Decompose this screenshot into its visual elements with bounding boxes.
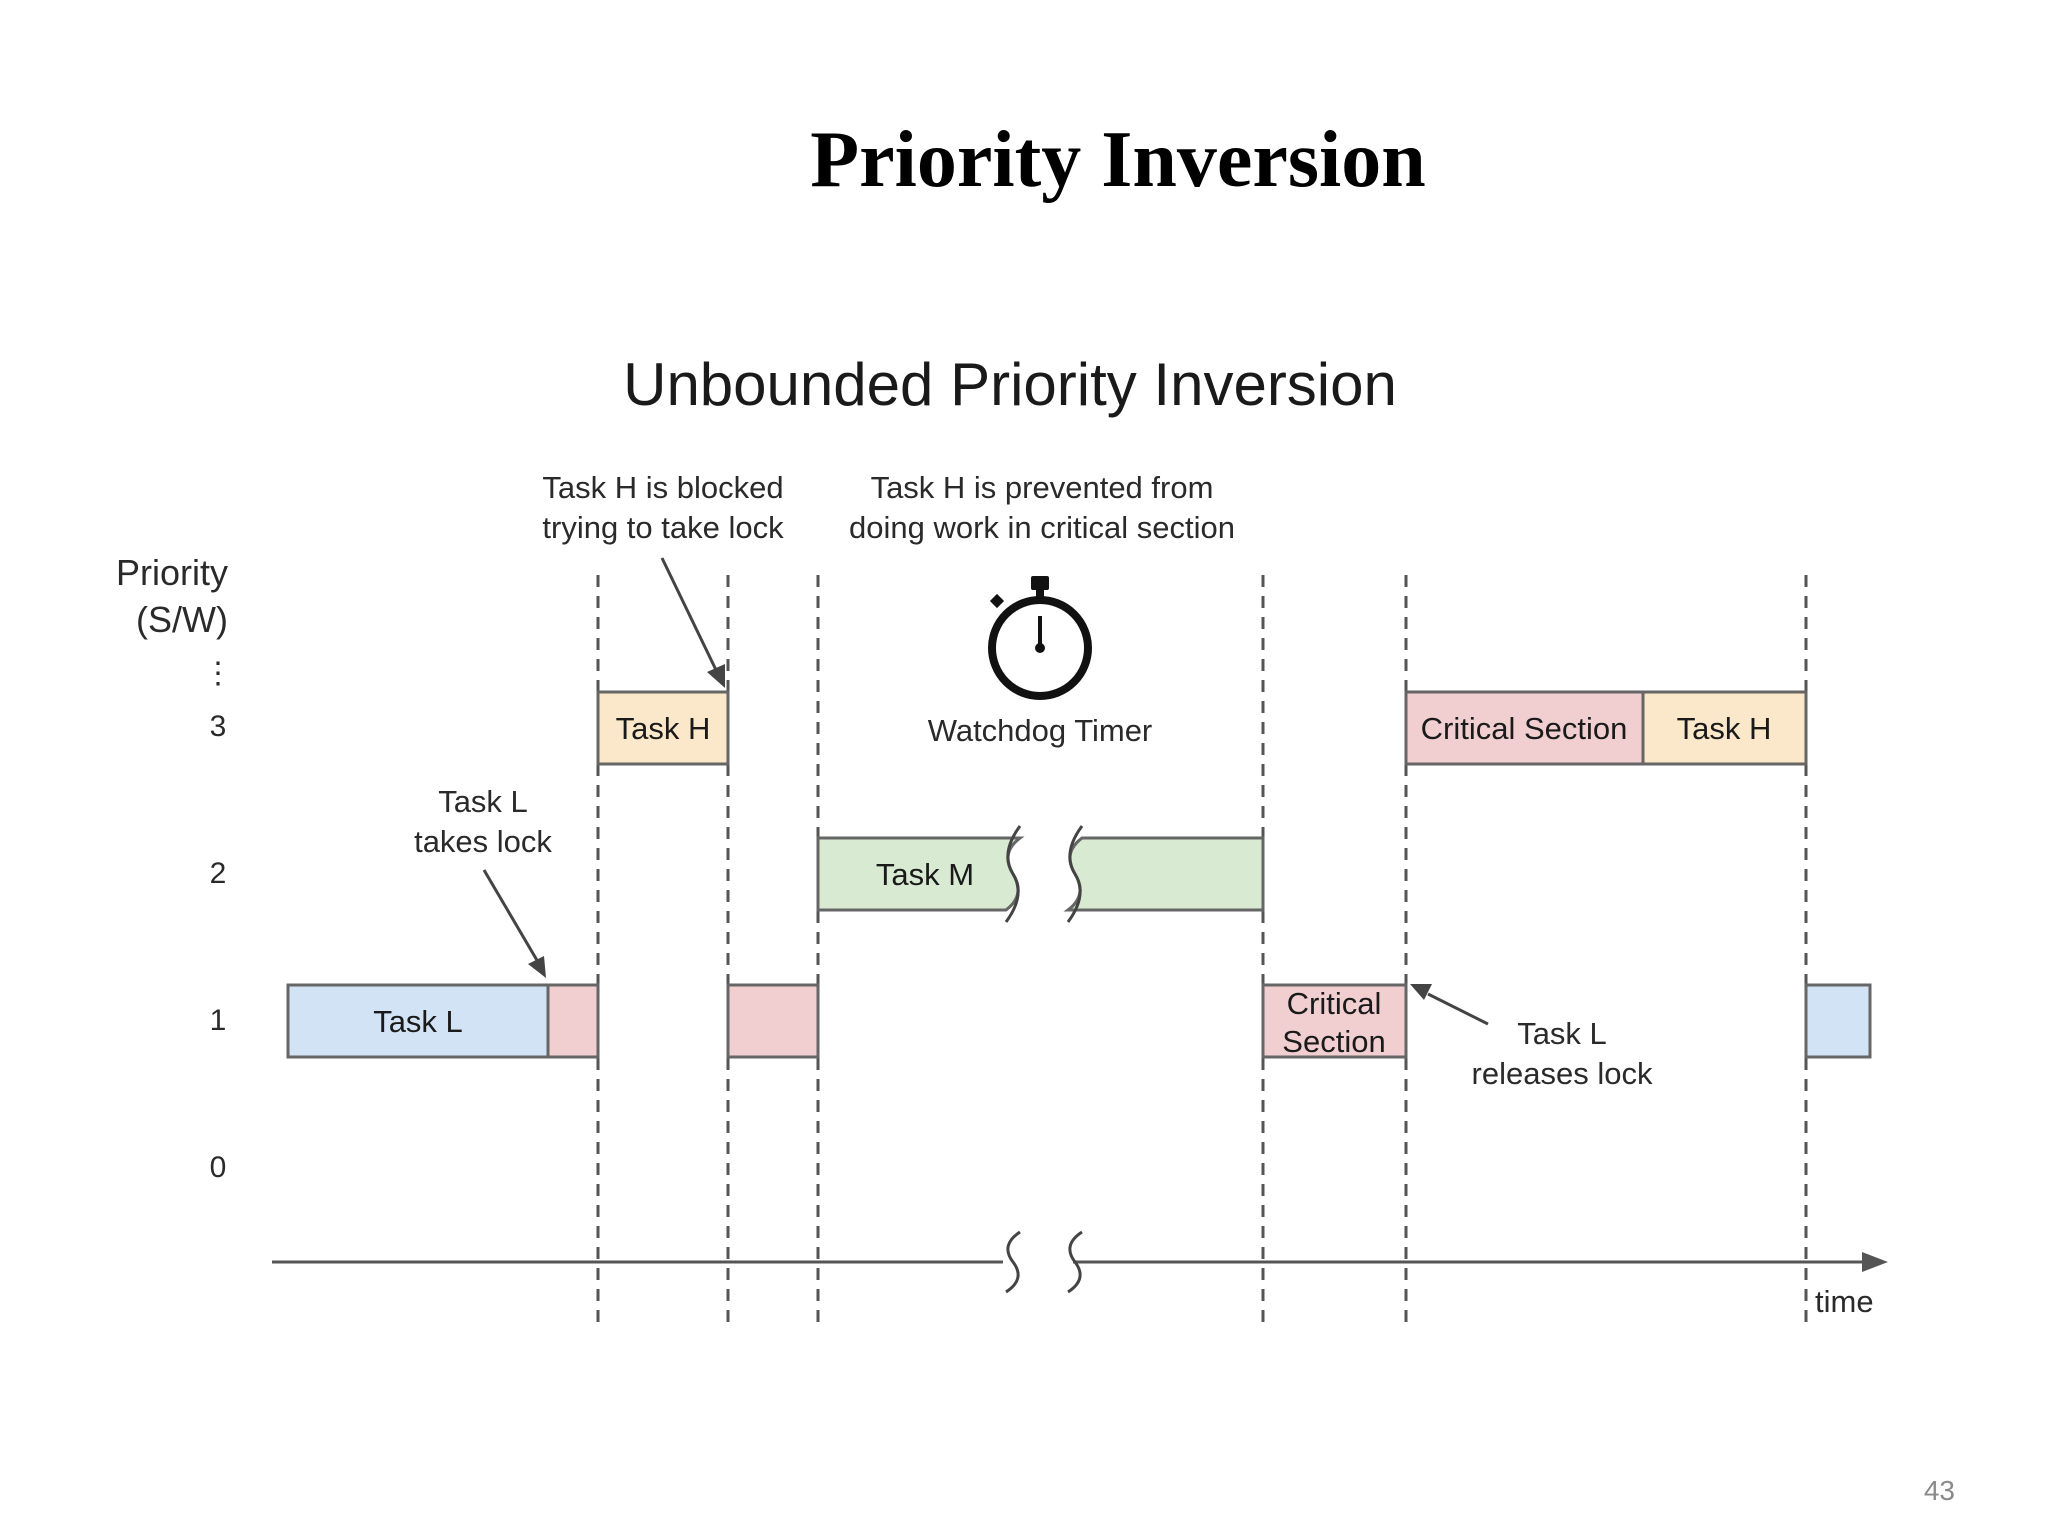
axis-break-left [1005, 1230, 1021, 1294]
task-m-break-right [1066, 825, 1084, 923]
watchdog-timer-label: Watchdog Timer [928, 713, 1153, 748]
task-h-final-label: Task H [1677, 711, 1772, 746]
task-l-label: Task L [373, 1004, 463, 1039]
task-m-break-left [1004, 825, 1022, 923]
annotation-prevented-line2: doing work in critical section [849, 510, 1235, 545]
y-axis-label-line2: (S/W) [136, 599, 228, 640]
critical-section-box-2 [726, 983, 820, 1059]
slide-title: Priority Inversion [810, 116, 1426, 204]
task-h-first-label: Task H [616, 711, 711, 746]
critical-section-box-3 [1261, 983, 1408, 1059]
arrow-takes-lock-head [528, 956, 546, 978]
y-tick-1: 1 [210, 1004, 227, 1037]
task-h-box-first [596, 690, 730, 766]
annotation-takes-lock-line1: Task L [438, 784, 528, 819]
critical-section-mid-line2: Section [1282, 1024, 1385, 1059]
arrow-blocked-head [707, 664, 725, 688]
diagram-subtitle: Unbounded Priority Inversion [623, 351, 1397, 418]
y-tick-2: 2 [210, 857, 227, 890]
task-l-resume-box [1804, 983, 1872, 1059]
critical-section-box-1 [546, 983, 600, 1059]
page-number: 43 [1924, 1475, 1955, 1506]
annotation-prevented-line1: Task H is prevented from [871, 470, 1214, 505]
time-axis [272, 1230, 1888, 1294]
task-h-final-box [1641, 690, 1808, 766]
y-tick-0: 0 [210, 1151, 227, 1184]
time-axis-arrowhead [1862, 1252, 1888, 1272]
annotation-arrows [482, 557, 1489, 1026]
annotation-blocked-line1: Task H is blocked [542, 470, 783, 505]
axis-break-right [1067, 1230, 1083, 1294]
critical-section-final-label: Critical Section [1421, 711, 1628, 746]
critical-section-mid-line1: Critical [1287, 986, 1382, 1021]
x-axis-label: time [1815, 1284, 1874, 1319]
task-m-label: Task M [876, 857, 974, 892]
dashed-time-markers [596, 575, 1808, 1330]
task-l-box [286, 983, 550, 1059]
annotation-releases-lock-line1: Task L [1517, 1016, 1607, 1051]
y-axis-label-line1: Priority [116, 552, 228, 593]
stopwatch-icon [988, 576, 1092, 700]
y-tick-3: 3 [210, 710, 227, 743]
annotation-blocked-line2: trying to take lock [542, 510, 784, 545]
y-axis-ellipsis: ⋮ [203, 657, 233, 690]
annotation-releases-lock-line2: releases lock [1472, 1056, 1653, 1091]
arrow-blocked [660, 557, 719, 673]
arrow-releases-lock-head [1410, 984, 1432, 1000]
arrow-takes-lock [482, 869, 540, 963]
arrow-releases-lock [1427, 992, 1489, 1026]
annotation-takes-lock-line2: takes lock [414, 824, 552, 859]
critical-section-final-box [1404, 690, 1645, 766]
task-m-box-right [1063, 836, 1265, 912]
